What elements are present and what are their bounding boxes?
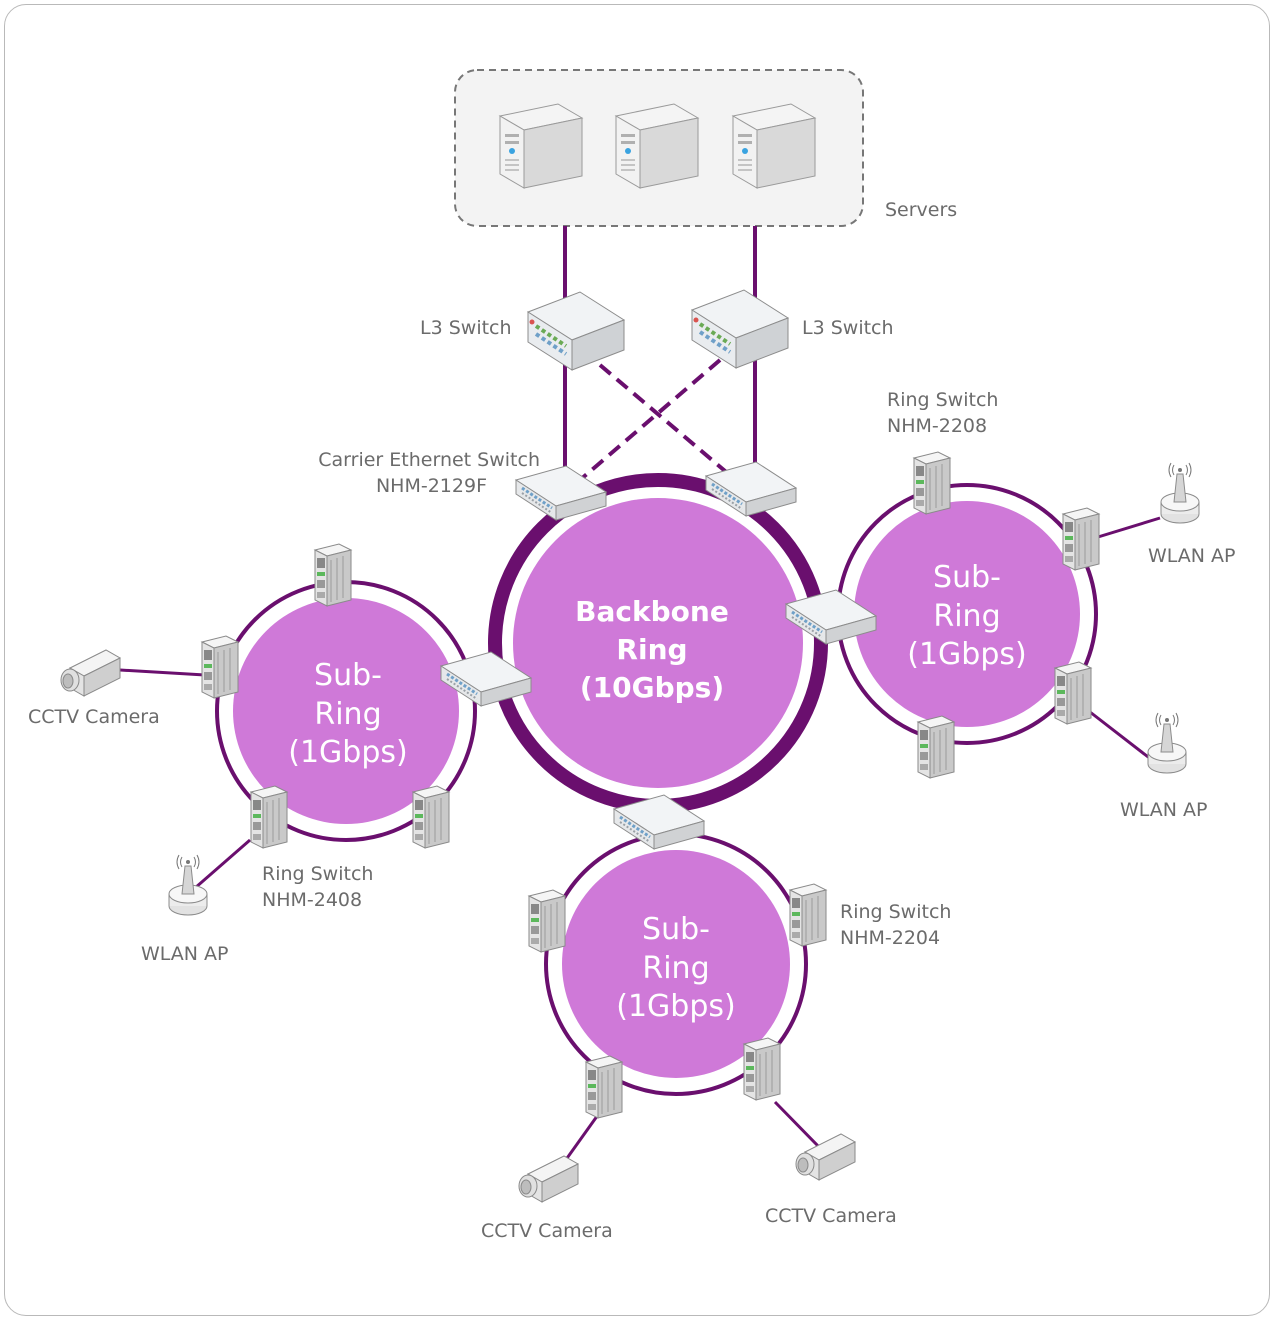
ring-switch-2208-model: NHM-2208 [887,415,987,437]
sub-ring-right [836,483,1098,745]
ring-switch-icon [789,883,827,947]
ring-switch-2408-model: NHM-2408 [262,889,362,911]
carrier-ethernet-switch-label: Carrier Ethernet Switch [318,449,540,471]
sub-ring-right-label: Sub- Ring (1Gbps) [907,560,1026,672]
ring-switch-icon [917,715,955,779]
sub-ring-right-line3: (1Gbps) [907,637,1026,672]
l3-switch-right-icon [690,288,790,370]
wlan-ap-label: WLAN AP [1148,545,1236,567]
ring-switch-icon [743,1037,781,1101]
ring-switch-icon [250,785,288,849]
sub-ring-bottom-line3: (1Gbps) [616,989,735,1024]
ring-switch-icon [1054,661,1092,725]
sub-ring-left-line1: Sub- [314,658,382,693]
backbone-ring-label: Backbone Ring (10Gbps) [575,595,729,704]
ring-switch-icon [201,635,239,699]
sub-ring-bottom [544,832,808,1096]
servers-label: Servers [885,199,957,221]
sub-ring-left-line3: (1Gbps) [288,735,407,770]
cctv-camera-label: CCTV Camera [765,1205,897,1227]
sub-ring-bottom-label: Sub- Ring (1Gbps) [616,912,735,1024]
sub-ring-left-line2: Ring [314,697,381,732]
ring-switch-icon [585,1055,623,1119]
sub-ring-bottom-line2: Ring [642,951,709,986]
backbone-ring-line2: Ring [616,633,687,666]
sub-ring-left-label: Sub- Ring (1Gbps) [288,658,407,770]
server-icon [499,103,583,189]
cctv-camera-icon [60,649,121,697]
l3-switch-left-label: L3 Switch [420,317,512,339]
l3-switch-left-icon [526,290,626,372]
wlan-ap-icon [1147,712,1187,774]
ring-switch-icon [1062,507,1100,571]
cctv-camera-label: CCTV Camera [481,1220,613,1242]
server-icon [732,103,816,189]
ring-switch-icon [528,889,566,953]
cctv-camera-icon [518,1155,579,1203]
ring-switch-icon [913,451,951,515]
ring-switch-icon [412,785,450,849]
server-icon [615,103,699,189]
carrier-ethernet-switch-model: NHM-2129F [376,475,487,497]
backbone-ring [488,473,828,813]
wlan-ap-label: WLAN AP [1120,799,1208,821]
wlan-ap-icon [168,854,208,916]
sub-ring-left [215,580,477,842]
ring-switch-icon [314,543,352,607]
sub-ring-right-line1: Sub- [933,560,1001,595]
ring-switch-2204-model: NHM-2204 [840,927,940,949]
wlan-ap-icon [1160,462,1200,524]
cctv-camera-label: CCTV Camera [28,706,160,728]
sub-ring-right-line2: Ring [933,599,1000,634]
backbone-ring-line1: Backbone [575,595,729,628]
sub-ring-bottom-line1: Sub- [642,912,710,947]
cctv-camera-icon [795,1133,856,1181]
ring-switch-2204-label: Ring Switch [840,901,951,923]
ring-switch-2408-label: Ring Switch [262,863,373,885]
l3-switch-right-label: L3 Switch [802,317,894,339]
ring-switch-2208-label: Ring Switch [887,389,998,411]
wlan-ap-label: WLAN AP [141,943,229,965]
backbone-ring-line3: (10Gbps) [580,671,724,704]
